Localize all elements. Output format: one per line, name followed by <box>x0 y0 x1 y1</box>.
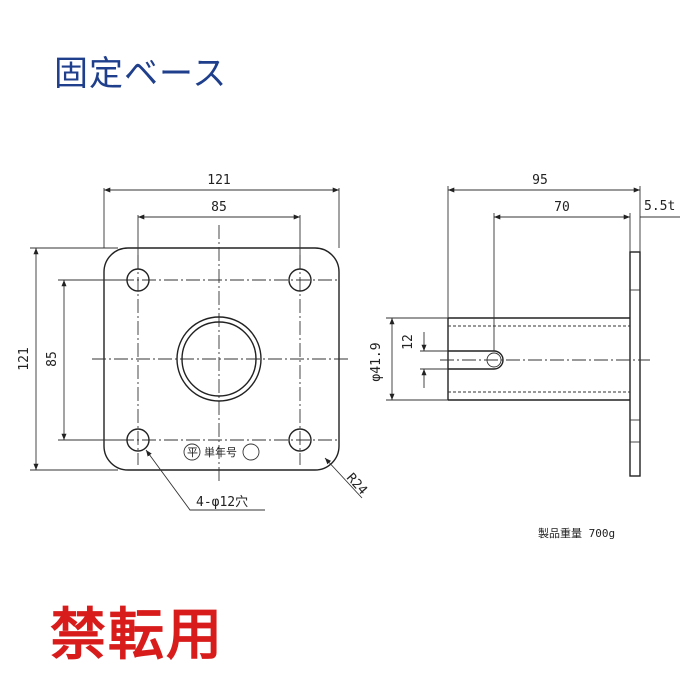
footer-label: 禁転用 <box>50 603 224 668</box>
side-view: 95 70 5.5t 12 φ41.9 <box>369 173 680 477</box>
weight-label: 製品重量 700g <box>538 526 615 540</box>
stamp-mark-left-glyph: 平 <box>187 446 198 459</box>
dim-corner-radius: R24 <box>343 471 370 499</box>
dim-slot: 12 <box>401 334 416 350</box>
dim-pipe-length: 70 <box>554 200 570 215</box>
dim-holes: 4-φ12穴 <box>196 495 248 510</box>
stamp-text: 単年号 <box>204 445 237 459</box>
pipe-outer-circle <box>176 316 262 402</box>
front-view: 平 単年号 121 85 121 85 R24 4-φ12穴 <box>17 173 370 511</box>
dim-hole-spacing-x: 85 <box>211 200 227 215</box>
bolt-hole-top-right <box>288 268 312 292</box>
leader-holes <box>145 449 265 511</box>
page-title: 固定ベース <box>54 54 228 94</box>
dim-overall-height: 121 <box>17 347 32 370</box>
dim-overall-width: 121 <box>207 173 230 188</box>
pipe-inner-circle <box>181 321 257 397</box>
bolt-hole-bottom-left <box>126 428 150 452</box>
side-plate <box>629 251 641 477</box>
stamp-mark-left <box>183 443 201 461</box>
dim-hole-spacing-y: 85 <box>45 351 60 367</box>
dim-pipe-diameter: φ41.9 <box>369 342 384 381</box>
stamp-mark-right <box>242 443 260 461</box>
leader-corner-radius <box>324 457 363 499</box>
dim-total-length: 95 <box>532 173 548 188</box>
bolt-hole-bottom-right <box>288 428 312 452</box>
bolt-hole-top-left <box>126 268 150 292</box>
dim-plate-thickness: 5.5t <box>644 199 675 214</box>
